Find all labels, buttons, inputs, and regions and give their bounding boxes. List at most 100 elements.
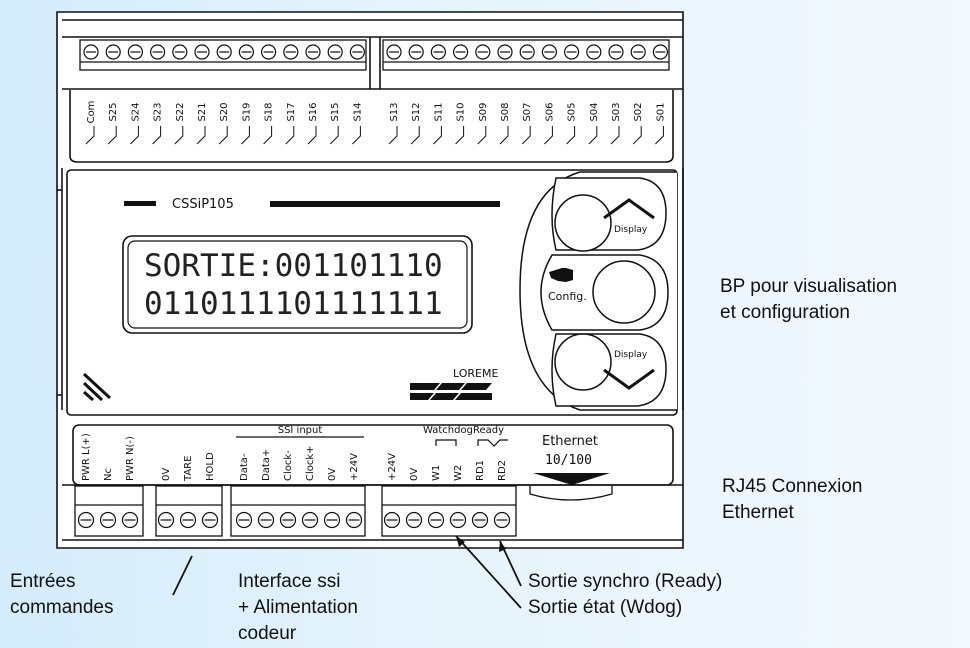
bottom-group-headers: SSI input Watchdog Ready xyxy=(236,425,508,447)
model-name: CSSiP105 xyxy=(172,197,234,212)
top-terminal-label: S08 xyxy=(500,102,511,121)
display-down-button[interactable]: Display xyxy=(554,333,655,391)
top-lead-line xyxy=(329,126,339,145)
bottom-terminal-blocks xyxy=(74,485,517,537)
rj45-annotation-line1: RJ45 Connexion xyxy=(722,476,862,497)
lcd-line-1: SORTIE:001101110 xyxy=(144,248,443,284)
top-terminal-label: S20 xyxy=(219,102,230,121)
top-terminal-label: S01 xyxy=(655,102,666,121)
lcd-line-2: 0110111101111111 xyxy=(144,286,443,322)
top-lead-line xyxy=(477,126,487,145)
brand-name: LOREME xyxy=(453,367,498,380)
top-lead-line xyxy=(174,126,184,145)
display-up-button[interactable]: Display xyxy=(554,194,655,252)
wdog-annotation: Sortie état (Wdog) xyxy=(528,597,682,618)
bottom-terminal-label: 0V xyxy=(161,468,172,481)
header-bar-left xyxy=(124,201,156,206)
ethernet-speed: 10/100 xyxy=(545,453,592,468)
display-up-knob[interactable] xyxy=(554,194,612,252)
ready-arrowhead-icon xyxy=(499,541,506,552)
top-lead-line xyxy=(352,126,361,145)
top-terminal-label: S12 xyxy=(411,102,422,121)
wdog-pointer-line xyxy=(455,535,522,609)
bottom-terminal-label: RD1 xyxy=(475,460,486,481)
top-terminal-label: S16 xyxy=(308,102,319,121)
bottom-terminal-label: +24V xyxy=(387,453,398,481)
brand-logo: LOREME xyxy=(410,367,498,400)
chevron-down-icon xyxy=(603,368,655,390)
bottom-terminal-label: Data- xyxy=(239,453,250,481)
top-lead-line xyxy=(307,126,317,145)
ssi-annotation-line3: codeur xyxy=(238,623,297,644)
top-lead-line xyxy=(152,126,162,145)
top-terminal-label: S13 xyxy=(389,102,400,121)
top-lead-line xyxy=(107,126,117,145)
top-lead-line xyxy=(544,126,553,145)
top-lead-line xyxy=(433,126,442,145)
annotations: BP pour visualisation et configuration R… xyxy=(10,276,897,644)
ssi-annotation-line1: Interface ssi xyxy=(238,571,340,592)
top-lead-line xyxy=(521,126,531,145)
top-terminal-label: S23 xyxy=(153,102,164,121)
top-lead-line xyxy=(196,126,206,145)
display-header: CSSiP105 xyxy=(124,197,500,212)
display-up-label: Display xyxy=(614,225,648,235)
bottom-terminal-label: PWR N(-) xyxy=(125,436,136,481)
top-terminal-label: S14 xyxy=(352,102,363,121)
top-terminal-label: S17 xyxy=(286,102,297,121)
bottom-terminal-label: 0V xyxy=(409,468,420,481)
top-lead-line xyxy=(263,126,273,145)
bp-annotation-line1: BP pour visualisation xyxy=(720,276,897,297)
header-bar-right xyxy=(270,201,500,207)
top-lead-line xyxy=(455,126,465,145)
ethernet-port[interactable]: Ethernet 10/100 xyxy=(529,434,613,501)
bottom-terminal-label: HOLD xyxy=(205,452,216,481)
ready-header: Ready xyxy=(473,425,504,436)
pointing-hand-icon xyxy=(549,268,573,282)
top-terminal-label: S18 xyxy=(264,102,275,121)
top-lead-line xyxy=(566,126,576,145)
top-lead-line xyxy=(655,126,664,145)
top-screws xyxy=(83,44,669,60)
top-terminal-label: S22 xyxy=(175,102,186,121)
top-terminal-label: S19 xyxy=(241,102,252,121)
bottom-terminal-label: RD2 xyxy=(497,460,508,481)
bottom-terminal-label: +24V xyxy=(349,453,360,481)
bottom-screws xyxy=(77,511,511,529)
display-down-knob[interactable] xyxy=(554,333,612,391)
config-knob[interactable] xyxy=(592,260,656,324)
top-lead-line xyxy=(588,126,598,145)
entrees-annotation-line2: commandes xyxy=(10,597,114,618)
top-terminal-label: S10 xyxy=(456,102,467,121)
corner-hatch xyxy=(82,372,112,402)
ready-annotation: Sortie synchro (Ready) xyxy=(528,571,722,592)
top-terminal-label: S05 xyxy=(567,102,578,121)
top-lead-line xyxy=(241,126,250,145)
ssi-input-header: SSI input xyxy=(278,425,323,436)
rj45-annotation-line2: Ethernet xyxy=(722,502,795,523)
top-lead-line xyxy=(499,126,509,145)
top-lead-line xyxy=(410,126,420,145)
top-lead-line xyxy=(218,126,228,145)
top-terminal-label: S07 xyxy=(522,102,533,121)
config-button[interactable]: Config. xyxy=(548,260,656,324)
rj45-socket xyxy=(529,486,613,501)
chevron-up-icon xyxy=(603,198,655,220)
bottom-terminal-label: Data+ xyxy=(261,449,272,481)
top-lead-line xyxy=(85,126,95,145)
bottom-terminal-label: PWR L(+) xyxy=(81,433,92,481)
top-terminal-label: S24 xyxy=(130,102,141,121)
bottom-terminal-label: W1 xyxy=(431,465,442,481)
bottom-terminal-label: TARE xyxy=(183,456,194,482)
lcd-screen: SORTIE:001101110 0110111101111111 xyxy=(122,235,473,334)
top-terminal-label: S21 xyxy=(197,102,208,121)
wdog-arrowhead-icon xyxy=(456,536,465,547)
watchdog-header: Watchdog xyxy=(423,425,473,436)
top-terminal-label: S03 xyxy=(611,102,622,121)
top-terminal-label: S11 xyxy=(433,102,444,121)
bottom-terminal-label: Clock+ xyxy=(305,445,316,481)
top-terminal-label: S09 xyxy=(478,102,489,121)
